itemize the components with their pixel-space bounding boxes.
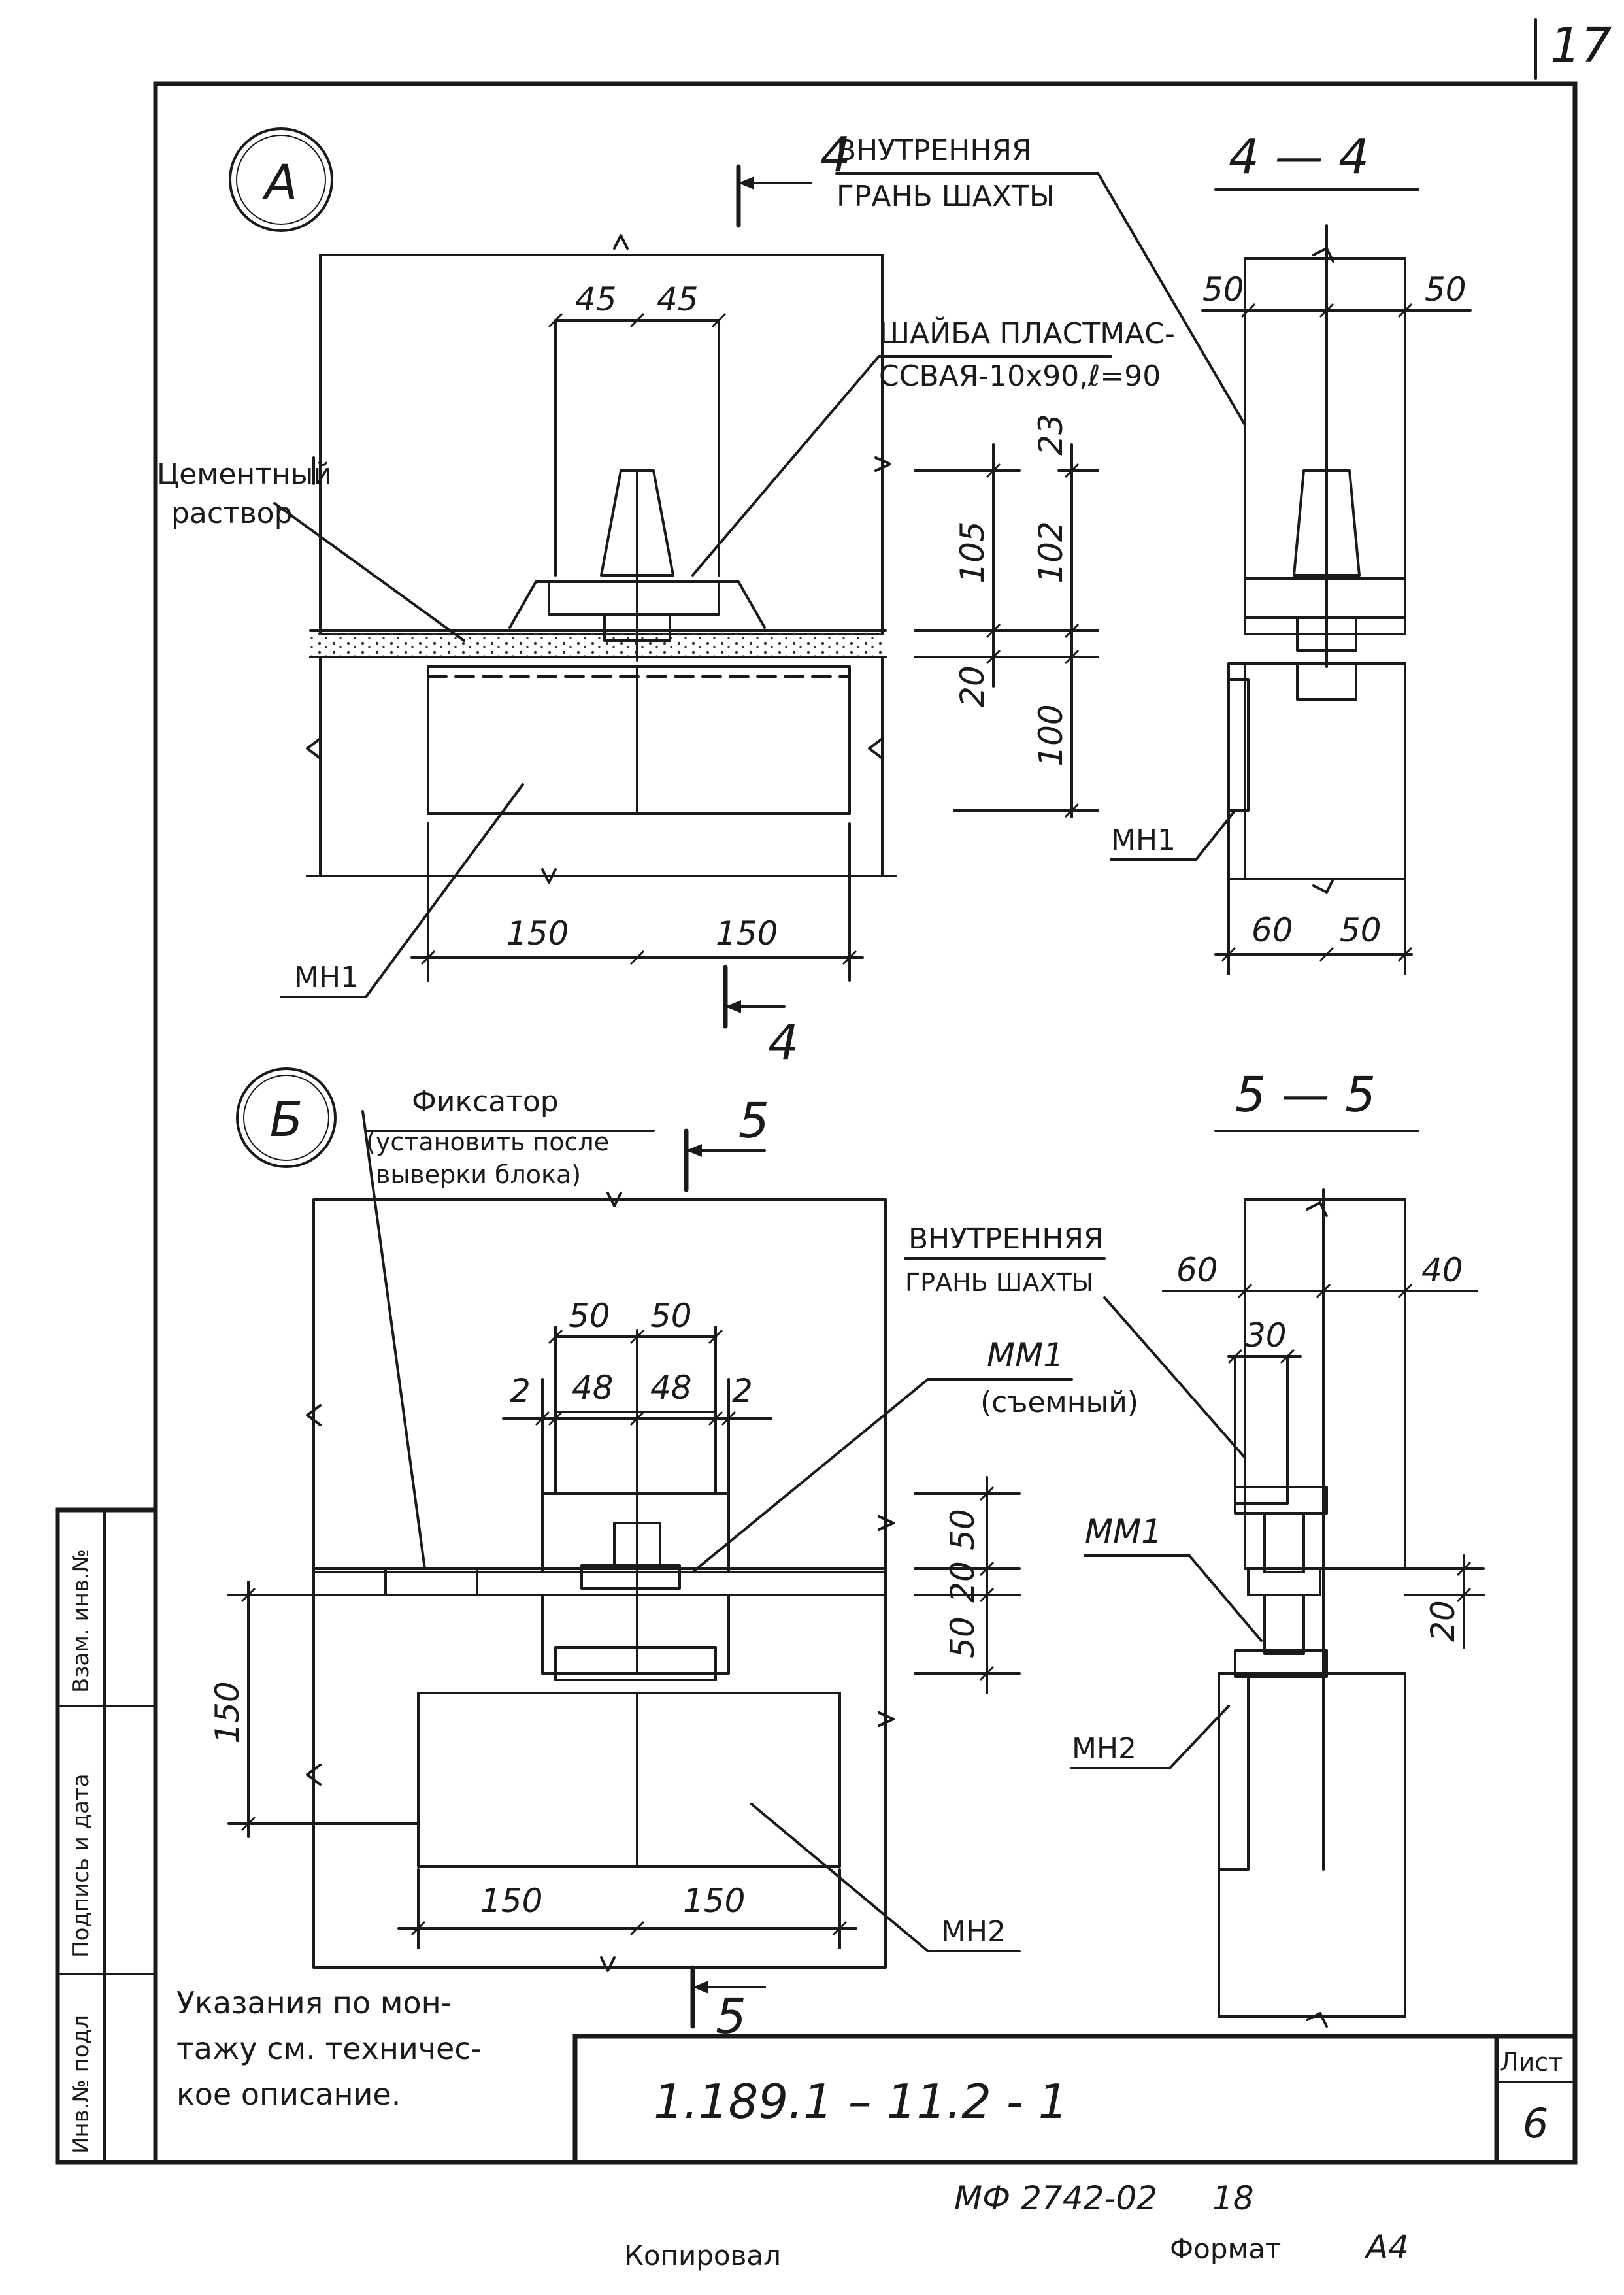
section-5-5-dim-left: 60	[1176, 1251, 1218, 1289]
section-4-4-title: 4 — 4	[1229, 129, 1369, 185]
view-a-dim-102: 102	[1032, 521, 1070, 583]
side-stamp-vzam-inv: Взам. инв.№	[68, 1549, 94, 1693]
view-b-marker-circle	[236, 1067, 337, 1168]
section-4-4-dim-bottom-left: 60	[1251, 911, 1293, 949]
svg-text:17: 17	[1550, 18, 1612, 74]
section-4-4: 4 — 4 50 50 60 50 МН1	[1110, 129, 1472, 975]
section-5-5: 5 — 5 ВНУТРЕННЯЯ ГРАНЬ ШАХТЫ 60 40 30	[904, 1067, 1485, 2028]
view-a-dim-20: 20	[953, 665, 991, 707]
view-a-washer-label-1: ШАЙБА ПЛАСТМАС-	[879, 316, 1175, 350]
section-5-5-dim-inner: 30	[1245, 1316, 1287, 1354]
view-a-mortar-bed	[310, 631, 886, 657]
footer-format-value: А4	[1364, 2228, 1409, 2266]
view-b-section-cut-top: 5	[738, 1093, 769, 1149]
title-block-sheet-number: 6	[1523, 2100, 1548, 2147]
view-b-plate-label: МН2	[941, 1915, 1006, 1949]
view-b-fixator-label-1: Фиксатор	[412, 1085, 559, 1118]
view-b-dim-v-20: 20	[944, 1561, 982, 1603]
note-line-3: кое описание.	[176, 2077, 401, 2112]
section-5-5-shaft-face-label-2: ГРАНЬ ШАХТЫ	[905, 1268, 1093, 1297]
section-4-4-plate-label: МН1	[1111, 824, 1176, 857]
view-a-embedded-plate	[427, 665, 851, 815]
view-a-shaft-face-label-2: ГРАНЬ ШАХТЫ	[837, 180, 1055, 213]
view-a-dim-top-right: 45	[657, 280, 699, 318]
view-a-dim-105: 105	[953, 521, 991, 583]
footer: МФ 2742-02 18 Копировал Формат А4	[624, 2179, 1409, 2271]
view-a-washer	[548, 580, 720, 616]
view-a-section-cut-bottom: 4	[768, 1014, 799, 1071]
view-a-marker-circle	[229, 127, 333, 232]
view-a-marker: А	[262, 155, 298, 211]
side-stamp-podpis-data: Подпись и дата	[68, 1773, 94, 1958]
view-a: А 4 45	[157, 127, 1246, 1071]
view-b: Б Фиксатор (установить после выверки бло…	[208, 1067, 1138, 2045]
view-a-mortar-label-2: раствор	[171, 497, 293, 530]
section-5-5-plate-label: МН2	[1072, 1732, 1136, 1766]
view-b-dim-w48-right: 48	[650, 1369, 692, 1407]
section-5-5-shaft-face-label-1: ВНУТРЕННЯЯ	[908, 1222, 1104, 1256]
section-5-5-dim-gap: 20	[1424, 1600, 1462, 1642]
view-a-dim-bottom-right: 150	[716, 914, 778, 952]
view-b-dim-top-50-right: 50	[650, 1297, 692, 1335]
view-b-dim-v-50-top: 50	[944, 1509, 982, 1550]
note-line-2: тажу см. техничес-	[176, 2031, 482, 2066]
view-b-mm1-label-1: ММ1	[987, 1336, 1064, 1374]
section-4-4-dim-top-left: 50	[1202, 271, 1244, 309]
view-a-plate-label: МН1	[294, 961, 359, 994]
section-4-4-dim-bottom-right: 50	[1340, 911, 1382, 949]
drawing-frame	[153, 81, 1578, 2165]
side-stamp: Инв.№ подл Подпись и дата Взам. инв.№	[55, 1507, 158, 2165]
section-4-4-dim-top-right: 50	[1425, 271, 1467, 309]
view-a-washer-label-2: ССВАЯ-10х90,ℓ=90	[879, 360, 1161, 393]
page-number: 17	[1534, 18, 1612, 80]
title-block-sheet-label: Лист	[1500, 2048, 1563, 2077]
footer-copied: Копировал	[624, 2239, 781, 2271]
view-b-lower-block	[312, 1594, 887, 1969]
side-stamp-inv-podl: Инв.№ подл	[68, 2015, 94, 2154]
view-b-dim-top-50-left: 50	[569, 1297, 610, 1335]
title-block-designation: 1.189.1 – 11.2 - 1	[654, 2074, 1068, 2129]
view-b-dim-w48-left: 48	[572, 1369, 614, 1407]
view-b-dim-bottom-left: 150	[480, 1882, 542, 1920]
view-a-dim-bottom-left: 150	[506, 914, 569, 952]
view-b-fixator-label-3: выверки блока)	[376, 1160, 581, 1189]
view-b-dim-bottom-right: 150	[683, 1882, 745, 1920]
view-b-dim-gap-left: 2	[510, 1372, 531, 1410]
footer-page: 18	[1212, 2179, 1254, 2217]
section-5-5-mm1-label: ММ1	[1085, 1513, 1162, 1550]
installation-note: Указания по мон- тажу см. техничес- кое …	[176, 1985, 482, 2112]
footer-format-label: Формат	[1170, 2233, 1281, 2265]
view-a-shaft-face-label-1: ВНУТРЕННЯЯ	[837, 134, 1032, 167]
footer-doc-code: МФ 2742-02	[954, 2179, 1157, 2217]
view-a-mortar-label-1: Цементный	[157, 458, 332, 491]
view-a-dim-top-left: 45	[575, 280, 617, 318]
view-b-mm1-label-2: (съемный)	[980, 1386, 1138, 1419]
view-a-dim-100: 100	[1032, 704, 1070, 766]
section-5-5-title: 5 — 5	[1235, 1067, 1376, 1123]
view-a-cone-anchor	[600, 469, 674, 577]
note-line-1: Указания по мон-	[176, 1985, 452, 2020]
view-b-dim-height-150: 150	[208, 1681, 246, 1743]
view-b-embedded-plate	[417, 1692, 841, 1868]
view-a-dim-23: 23	[1032, 414, 1070, 456]
view-b-marker: Б	[270, 1092, 303, 1148]
view-b-dim-gap-right: 2	[732, 1372, 753, 1410]
section-5-5-dim-right: 40	[1421, 1251, 1463, 1289]
title-block: 1.189.1 – 11.2 - 1 Лист 6	[572, 2034, 1578, 2165]
view-b-dim-v-50-bottom: 50	[944, 1617, 982, 1658]
view-b-fixator-label-2: (установить после	[366, 1128, 609, 1156]
